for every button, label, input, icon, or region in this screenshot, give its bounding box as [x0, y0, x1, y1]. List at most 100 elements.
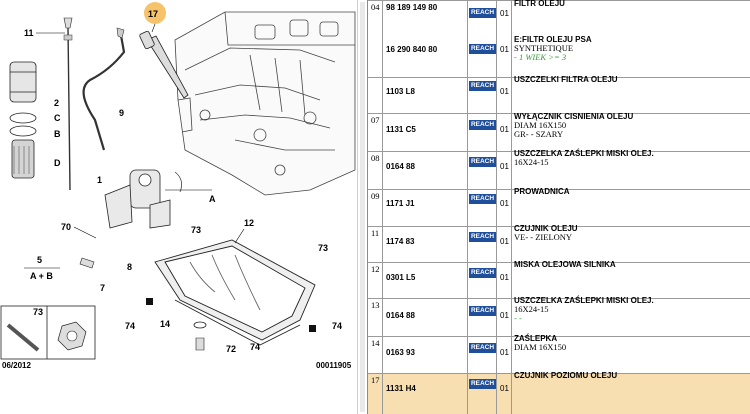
callout-74-left: 74	[125, 321, 135, 331]
idx-cell: 13	[368, 299, 383, 336]
item-index: 09	[371, 191, 380, 201]
oil-pan-part	[154, 239, 316, 346]
item-index: 08	[371, 153, 380, 163]
desc-cell: USZCZELKI FILTRA OLEJU	[511, 75, 750, 113]
part-reference[interactable]: 16 290 840 80	[386, 45, 438, 54]
part-description: PROWADNICA	[514, 187, 570, 196]
part-description: E:FILTR OLEJU PSA	[514, 35, 592, 44]
part-reference[interactable]: 0164 88	[386, 162, 415, 171]
quantity: 01	[500, 162, 509, 171]
part-reference[interactable]: 1131 H4	[386, 384, 416, 393]
part-description: CZUJNIK POZIOMU OLEJU	[514, 371, 618, 380]
part-detail: GR- - SZARY	[514, 129, 564, 139]
quantity: 01	[500, 237, 509, 246]
part-reference[interactable]: 1171 J1	[386, 199, 415, 208]
footer-date: 06/2012	[2, 361, 31, 370]
callout-73-top: 73	[191, 225, 201, 235]
callout-70: 70	[61, 222, 71, 232]
ref-cell: 0163 93	[382, 337, 468, 373]
dipstick-part	[63, 17, 73, 191]
reach-badge[interactable]: REACH	[469, 8, 496, 18]
parts-row[interactable]: 09 1171 J1 REACH 01 PROWADNICA	[368, 187, 750, 226]
quantity: 01	[500, 87, 509, 96]
callout-17: 17	[148, 9, 158, 19]
desc-cell: CZUJNIK POZIOMU OLEJU	[511, 371, 750, 414]
quantity: 01	[500, 125, 509, 134]
scroll-thumb[interactable]	[360, 2, 365, 412]
ref-cell: 1174 83	[382, 227, 468, 262]
reach-badge[interactable]: REACH	[469, 306, 496, 316]
reach-badge[interactable]: REACH	[469, 343, 496, 353]
part-reference[interactable]: 0164 88	[386, 311, 415, 320]
oil-filter-part	[9, 61, 37, 179]
idx-cell: 07	[368, 114, 383, 151]
part-reference[interactable]: 98 189 149 80	[386, 3, 438, 12]
engine-lubrication-drawing: 17 9 11 2 C B D	[0, 2, 356, 360]
reach-badge[interactable]: REACH	[469, 232, 496, 242]
qty-cell: 01	[496, 78, 512, 113]
guide-tube-part	[82, 29, 126, 151]
idx-cell: 14	[368, 337, 383, 373]
splitter-scrollbar[interactable]	[357, 0, 368, 414]
reach-cell: REACH	[467, 374, 497, 414]
inset-box	[0, 305, 96, 360]
idx-cell: 17	[368, 374, 383, 414]
filter-housing-part	[104, 169, 171, 229]
item-index: 07	[371, 115, 380, 125]
part-description: USZCZELKA ZAŚLEPKI MISKI OLEJ.	[514, 149, 654, 158]
reach-badge[interactable]: REACH	[469, 268, 496, 278]
part-reference[interactable]: 1103 L8	[386, 87, 415, 96]
ref-cell: 1131 H4	[382, 374, 468, 414]
callout-14: 72	[226, 344, 236, 354]
reach-badge[interactable]: REACH	[469, 81, 496, 91]
desc-cell: USZCZELKA ZAŚLEPKI MISKI OLEJ.16X24-15- …	[511, 296, 750, 336]
callout-72: 74	[250, 342, 260, 352]
qty-cell: 01	[496, 263, 512, 298]
reach-cell: REACH	[467, 152, 497, 189]
footer-code: 00011905	[316, 361, 352, 370]
part-reference[interactable]: 0163 93	[386, 348, 415, 357]
reach-cell: REACH	[467, 227, 497, 262]
part-reference[interactable]: 1131 C5	[386, 125, 416, 134]
part-reference[interactable]: 0301 L5	[386, 273, 416, 282]
reach-badge[interactable]: REACH	[469, 44, 496, 54]
part-detail: DIAM 16X150	[514, 342, 567, 352]
reach-badge[interactable]: REACH	[469, 157, 496, 167]
part-detail: SYNTHETIQUE	[514, 43, 574, 53]
reach-badge[interactable]: REACH	[469, 379, 496, 389]
idx-cell: 09	[368, 190, 383, 226]
quantity: 01	[500, 199, 509, 208]
part-reference[interactable]: 1174 83	[386, 237, 415, 246]
idx-cell: 08	[368, 152, 383, 189]
callout-13: 14	[160, 319, 170, 329]
qty-cell: 01	[496, 227, 512, 262]
reach-cell: REACH	[467, 114, 497, 151]
reach-cell: REACH REACH	[467, 1, 497, 77]
item-index: 14	[371, 338, 380, 348]
part-note: - 1 WIEK >= 3	[514, 52, 567, 62]
exploded-diagram: 17 9 11 2 C B D	[0, 0, 357, 414]
part-description: ZAŚLEPKA	[514, 334, 558, 343]
ref-cell: 0164 88	[382, 152, 468, 189]
parts-row[interactable]: 08 0164 88 REACH 01 USZCZELKA ZAŚLEPKI MISKI…	[368, 149, 750, 189]
part-description: FILTR OLEJU	[514, 0, 565, 8]
callout-a: A	[209, 194, 216, 204]
item-index: 12	[371, 264, 380, 274]
quantity: 01	[500, 311, 509, 320]
qty-cell: 01	[496, 152, 512, 189]
reach-badge[interactable]: REACH	[469, 194, 496, 204]
reach-badge[interactable]: REACH	[469, 120, 496, 130]
ref-cell: 1171 J1	[382, 190, 468, 226]
